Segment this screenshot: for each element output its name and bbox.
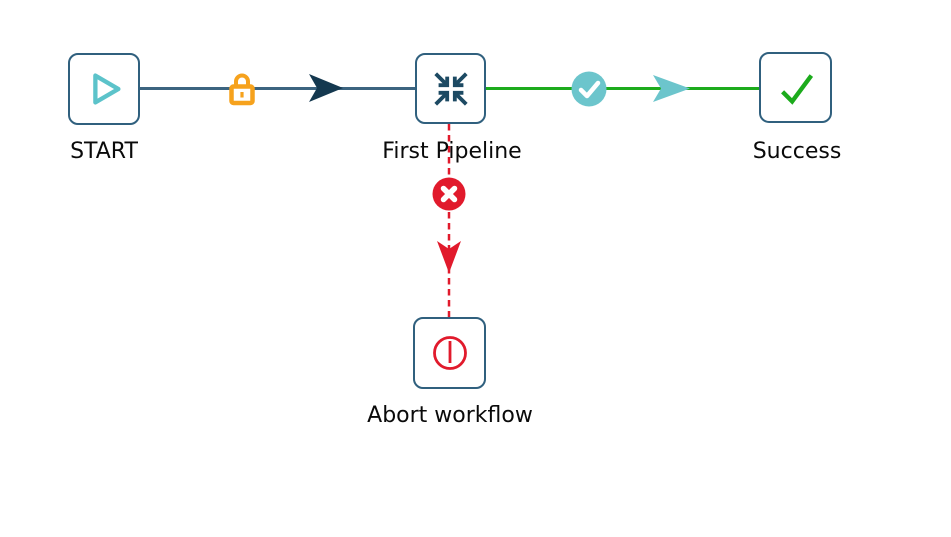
power-off-icon: [432, 336, 467, 370]
arrowhead-teal-icon: [653, 75, 690, 102]
arrowhead-navy-icon: [309, 74, 343, 102]
check-circle-icon: [571, 71, 607, 107]
edge-start-to-first-pipeline[interactable]: [140, 87, 415, 90]
error-circle-icon: [432, 177, 466, 211]
node-success[interactable]: [759, 52, 832, 123]
compress-arrows-icon: [433, 71, 468, 106]
edge-first-pipeline-to-success[interactable]: [486, 87, 759, 90]
node-label-start: START: [70, 139, 138, 164]
arrowhead-red-icon: [437, 241, 461, 273]
node-abort-workflow[interactable]: [413, 317, 486, 389]
node-label-first-pipeline: First Pipeline: [382, 139, 522, 164]
lock-icon: [229, 73, 255, 106]
node-label-success: Success: [752, 139, 842, 164]
play-icon: [93, 73, 121, 105]
node-start[interactable]: [68, 53, 140, 125]
node-first-pipeline[interactable]: [415, 53, 486, 124]
node-label-abort-workflow: Abort workflow: [367, 403, 533, 428]
check-icon: [780, 73, 813, 105]
